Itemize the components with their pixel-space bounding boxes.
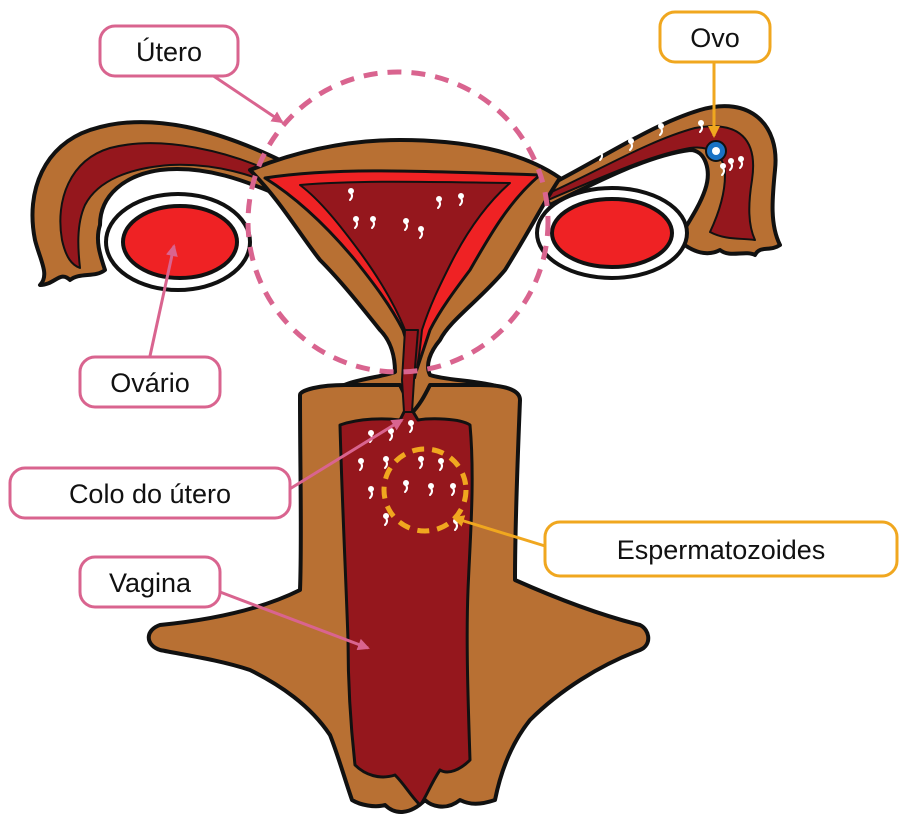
egg-nucleus	[712, 147, 720, 155]
label-colo-text: Colo do útero	[69, 479, 231, 509]
sperm-head	[599, 149, 603, 153]
sperm-head	[729, 159, 733, 163]
anatomy	[32, 106, 780, 812]
label-espermatozoides-text: Espermatozoides	[617, 535, 826, 565]
sperm-head	[439, 459, 443, 463]
egg	[706, 141, 726, 161]
sperm-head	[384, 514, 388, 518]
sperm-head	[699, 121, 703, 125]
left-ovary	[123, 206, 237, 278]
label-colo: Colo do útero	[10, 468, 290, 518]
sperm-head	[349, 189, 353, 193]
sperm-head	[369, 487, 373, 491]
sperm-head	[721, 164, 725, 168]
sperm-head	[404, 219, 408, 223]
sperm-head	[384, 457, 388, 461]
sperm-head	[739, 157, 743, 161]
sperm-head	[419, 227, 423, 231]
label-ovo: Ovo	[660, 12, 770, 62]
sperm-head	[659, 124, 663, 128]
sperm-head	[371, 217, 375, 221]
sperm-head	[389, 429, 393, 433]
sperm-head	[359, 459, 363, 463]
label-espermatozoides: Espermatozoides	[545, 522, 897, 576]
label-ovo-text: Ovo	[690, 23, 740, 53]
sperm-head	[409, 421, 413, 425]
label-vagina-text: Vagina	[109, 568, 192, 598]
label-vagina: Vagina	[80, 557, 220, 607]
sperm-head	[429, 484, 433, 488]
label-utero-text: Útero	[136, 36, 202, 67]
sperm-head	[437, 197, 441, 201]
label-utero: Útero	[100, 26, 238, 76]
sperm-head	[354, 217, 358, 221]
sperm-head	[404, 481, 408, 485]
right-ovary	[552, 199, 672, 267]
label-ovario-text: Ovário	[110, 368, 190, 398]
sperm-head	[629, 139, 633, 143]
sperm-head	[369, 431, 373, 435]
sperm-head	[419, 457, 423, 461]
label-ovario: Ovário	[80, 357, 220, 407]
sperm-head	[451, 484, 455, 488]
utero-arrow	[212, 75, 282, 122]
sperm-head	[459, 194, 463, 198]
